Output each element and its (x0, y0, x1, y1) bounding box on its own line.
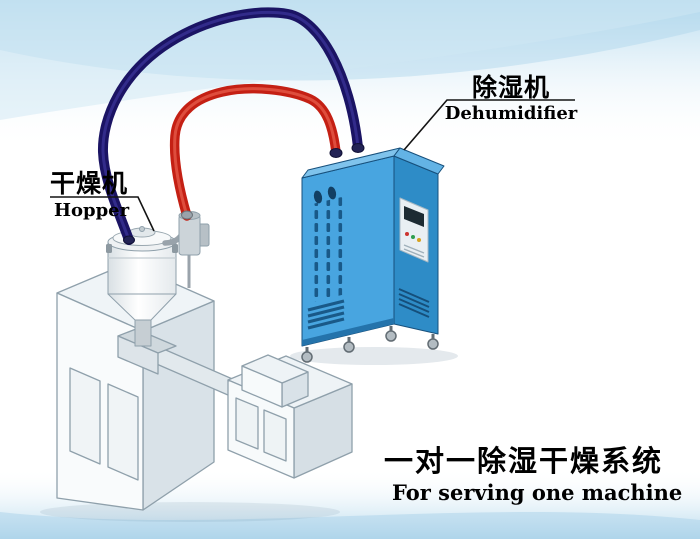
hopper-pipe-collar (123, 235, 135, 245)
leader-line-hopper (50, 196, 155, 232)
unit-top-face-right (393, 147, 445, 175)
dehumidifier-shadow (290, 347, 458, 365)
caption-en: For serving one machine (392, 480, 683, 505)
caster-wheel (343, 341, 355, 353)
indicator-light-green (411, 235, 415, 239)
panel-line (403, 244, 425, 254)
leader-line-dehumidifier (403, 99, 575, 151)
front-vent-oval (327, 186, 337, 200)
dehumidifier-label-en: Dehumidifier (444, 103, 578, 124)
side-vent-slats (398, 288, 430, 318)
pipe-fitting-navy (351, 143, 365, 153)
hopper-clamp (106, 244, 112, 253)
panel-line (403, 248, 425, 258)
louver-grille (308, 196, 346, 303)
background-bottom-swoosh (0, 512, 700, 539)
indicator-light-amber (417, 238, 421, 242)
hopper-label-zh: 干燥机 (50, 169, 129, 198)
hopper-clamp (172, 244, 178, 253)
hopper-throat-front (117, 335, 159, 375)
cabinet-door (107, 383, 139, 481)
top-box-front-face (241, 365, 283, 408)
caster-wheel (385, 330, 397, 342)
caster-wheels (301, 326, 439, 363)
control-display (404, 206, 424, 227)
blower-body (178, 214, 201, 256)
caption-zh: 一对一除湿干燥系统 (384, 444, 664, 478)
front-vent-oval (313, 190, 323, 204)
bottom-grille (307, 299, 345, 330)
cabinet-door (69, 367, 101, 465)
background-top-swoosh-2 (0, 0, 700, 120)
hopper-label-en: Hopper (54, 200, 130, 221)
pipe-fitting-red (329, 148, 343, 158)
hopper-blower (178, 211, 210, 288)
head-box-door (235, 397, 259, 450)
hopper-body (107, 241, 177, 295)
indicator-light-red (405, 232, 409, 236)
head-box-door (263, 409, 287, 462)
unit-base-band (302, 318, 394, 346)
dehumidifier-label-zh: 除湿机 (471, 73, 550, 102)
air-pipes (97, 7, 363, 245)
blower-pipe-collar (181, 210, 193, 220)
caster-wheel (301, 351, 313, 363)
red-pipe-highlight (173, 87, 338, 218)
caster-wheel (427, 338, 439, 350)
dehumidifier-unit (301, 147, 445, 363)
hopper-lid-knob (139, 226, 145, 232)
machine-shadow (40, 502, 340, 522)
navy-pipe-highlight (101, 10, 360, 242)
hopper-dryer (106, 211, 210, 347)
